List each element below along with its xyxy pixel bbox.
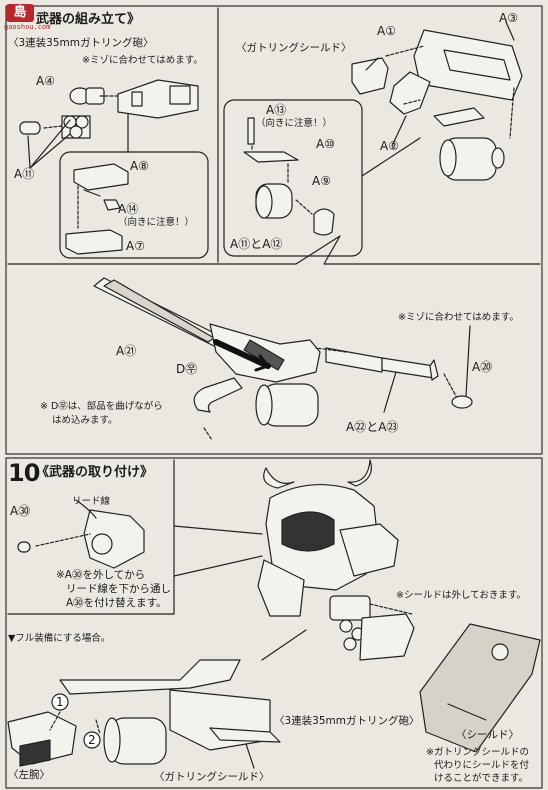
label-a30: A㉚ (10, 504, 31, 518)
label-a18: A⑪ (14, 167, 35, 181)
shield-note-3: けることができます。 (434, 773, 529, 784)
groove-note: ※ミゾに合わせてはめます。 (82, 55, 203, 66)
shield-art (419, 623, 541, 753)
step-2: 2 (88, 733, 96, 747)
full-equip-label: ▼フル装備にする場合。 (8, 633, 111, 644)
label-a13: A⑬ (266, 103, 287, 117)
section10-frame (5, 457, 543, 789)
label-a2: A② (380, 139, 399, 153)
shield-header: 〈ガトリングシールド〉 (236, 42, 352, 54)
a13-sub-box (223, 99, 363, 257)
label-d70: D㉾ (176, 362, 198, 376)
label-lead-wire: リード線 (72, 496, 111, 507)
gatling-gun-label: 〈3連装35mmガトリング砲〉 (274, 715, 420, 727)
step-1: 1 (56, 695, 64, 709)
label-a14-note: （向きに注意！） (118, 217, 195, 228)
label-a9: A⑨ (312, 174, 331, 188)
a30-note-1: ※A㉚を外してから (56, 569, 146, 581)
left-arm-label: 〈左腕〉 (8, 769, 50, 781)
shield-off-note: ※シールドは外しておきます。 (396, 590, 526, 601)
label-a20: A⑳ (472, 360, 493, 374)
a30-note-2: リード線を下から通し (66, 583, 171, 595)
label-a3: A③ (499, 11, 518, 25)
label-a1: A① (377, 24, 396, 38)
a30-note-3: A㉚を付け替えます。 (66, 597, 167, 609)
assembly-callout (7, 235, 541, 265)
label-a13-note: （向きに注意！） (256, 118, 333, 129)
section10-title: 《武器の取り付け》 (36, 465, 154, 480)
gatling-parts (19, 79, 199, 139)
section9-title: 武器の組み立て》 (36, 12, 141, 27)
gatling-shield-label: 〈ガトリングシールド〉 (154, 771, 270, 783)
label-a7: A⑦ (126, 239, 145, 253)
assembly-groove-note: ※ミゾに合わせてはめます。 (398, 312, 519, 323)
d70-note-1: ※ D㉾は、部品を曲げながら (40, 401, 163, 412)
a8-sub-box (59, 151, 209, 259)
shield-note-2: 代わりにシールドを付 (434, 760, 530, 771)
label-a11-12: A⑪とA⑫ (230, 237, 283, 251)
d70-note-2: はめ込みます。 (52, 415, 118, 426)
shield-parts (351, 29, 523, 181)
assembly-art (93, 277, 473, 427)
gatling-header: 〈3連装35mmガトリング砲〉 (8, 37, 154, 49)
step-number: 10 (8, 459, 40, 487)
robot-art (257, 459, 399, 621)
section9-frame (5, 5, 543, 455)
label-a4: A④ (36, 74, 55, 88)
label-a22-23: A㉒とA㉓ (346, 420, 399, 434)
shield-note-1: ※ガトリングシールドの (426, 747, 529, 758)
logo-mark: 島 (6, 4, 34, 22)
label-a21: A㉑ (116, 344, 137, 358)
shield-label: 〈シールド〉 (456, 729, 519, 741)
label-a14: A⑭ (118, 202, 139, 216)
label-a10: A⑩ (316, 137, 335, 151)
label-a8: A⑧ (130, 159, 149, 173)
logo-site: gaoshou.com (4, 23, 51, 31)
full-equip-art (7, 659, 281, 767)
watermark-logo: 島 gaoshou.com (2, 2, 62, 32)
